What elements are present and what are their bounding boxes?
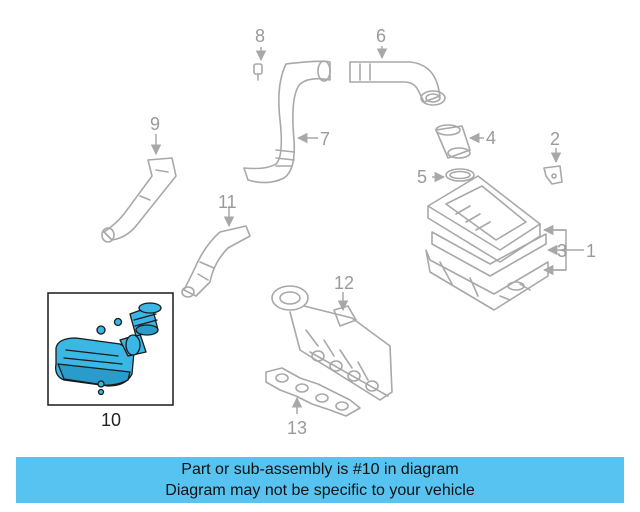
- banner-line-2: Diagram may not be specific to your vehi…: [165, 482, 475, 499]
- callout-3: 3: [557, 241, 567, 261]
- part-6-intake-duct[interactable]: [349, 61, 446, 106]
- part-5-seal-ring[interactable]: [445, 168, 475, 182]
- part-8-clip[interactable]: [253, 63, 263, 81]
- callout-7: 7: [320, 129, 330, 149]
- callout-9: 9: [150, 114, 160, 134]
- callout-8: 8: [255, 26, 265, 46]
- callout-11: 11: [218, 192, 237, 212]
- callout-2: 2: [550, 129, 560, 149]
- callout-13: 13: [287, 418, 307, 438]
- callout-4: 4: [486, 128, 496, 148]
- part-9-air-duct[interactable]: [101, 157, 177, 243]
- info-banner: Part or sub-assembly is #10 in diagram D…: [16, 457, 624, 503]
- callout-5: 5: [417, 167, 427, 187]
- part-12-intake-manifold[interactable]: [271, 285, 393, 401]
- part-11-air-duct[interactable]: [181, 225, 251, 298]
- part-10-highlight-box: [47, 292, 174, 406]
- callout-1: 1: [586, 241, 596, 261]
- parts-diagram: 8 6 7 9 11 4 5: [47, 26, 596, 438]
- part-10-resonator[interactable]: [55, 302, 162, 396]
- callout-6: 6: [376, 26, 386, 46]
- banner-line-1: Part or sub-assembly is #10 in diagram: [181, 461, 459, 478]
- callout-12: 12: [334, 273, 354, 293]
- callout-10: 10: [101, 410, 121, 430]
- part-4-coupler[interactable]: [435, 124, 471, 159]
- part-1-air-cleaner-assembly[interactable]: [425, 175, 549, 311]
- part-2-bracket[interactable]: [543, 165, 563, 185]
- part-13-gasket[interactable]: [265, 367, 361, 417]
- part-7-intake-hose[interactable]: [243, 60, 331, 184]
